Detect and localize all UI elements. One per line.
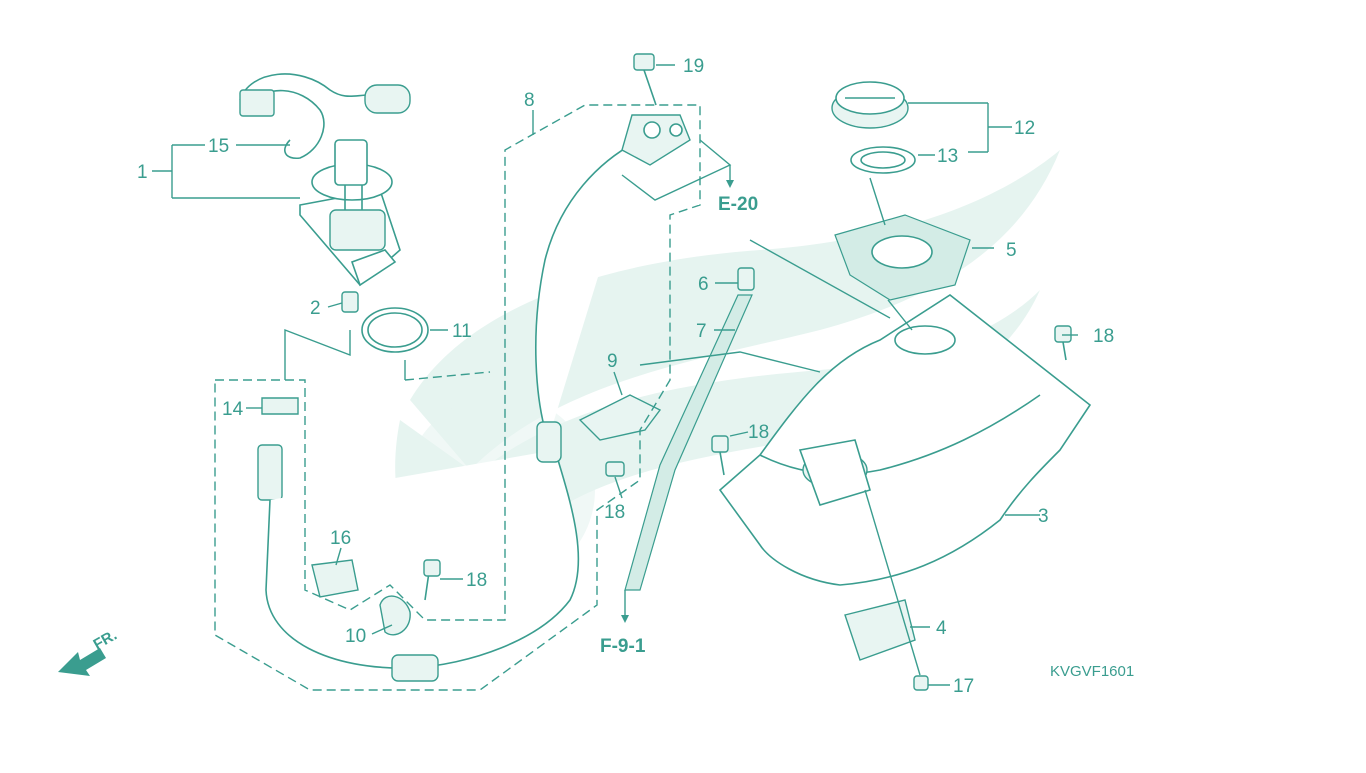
hose-holder-part xyxy=(311,559,359,598)
callout-12: 12 xyxy=(1014,118,1035,139)
reference-e20: E-20 xyxy=(718,194,758,215)
fuel-pump-part xyxy=(299,139,401,287)
callout-4: 4 xyxy=(936,618,947,639)
drain-tube-part xyxy=(624,267,755,591)
wire-harness-part xyxy=(239,73,411,160)
callout-9: 9 xyxy=(607,351,618,372)
bolt-part-18c xyxy=(605,461,625,477)
fuel-hose-part xyxy=(257,444,580,682)
cap-gasket-part xyxy=(850,146,916,174)
callout-18-top-right: 18 xyxy=(1093,326,1114,347)
front-indicator-label: FR. xyxy=(91,627,120,654)
leader-lines xyxy=(152,64,1078,686)
callout-5: 5 xyxy=(1006,240,1017,261)
callout-15: 15 xyxy=(208,136,229,157)
callout-1: 1 xyxy=(137,162,148,183)
bolt-part-18a xyxy=(1054,325,1072,361)
callout-11: 11 xyxy=(452,321,472,342)
bolt-part-19 xyxy=(633,53,657,106)
callout-2: 2 xyxy=(310,298,321,319)
callout-10: 10 xyxy=(345,626,366,647)
clip-part xyxy=(341,291,359,313)
fuel-cap-part xyxy=(831,81,909,129)
callout-18-tank-left: 18 xyxy=(748,422,769,443)
bracket-part xyxy=(844,599,916,661)
breather-tube-part xyxy=(534,114,691,463)
reference-f91: F-9-1 xyxy=(600,636,646,657)
callout-18-lower-left: 18 xyxy=(466,570,487,591)
diagram-code: KVGVF1601 xyxy=(1050,663,1134,680)
callout-13: 13 xyxy=(937,146,958,167)
callout-7: 7 xyxy=(696,321,707,342)
callout-14: 14 xyxy=(222,399,244,420)
clamp-part xyxy=(261,397,299,415)
callout-8: 8 xyxy=(524,90,535,111)
hose-clamp-part xyxy=(379,559,441,636)
callout-16: 16 xyxy=(330,528,351,549)
reference-boundaries xyxy=(214,104,732,691)
fuel-tank-part xyxy=(718,294,1092,586)
reference-arrow-icons xyxy=(621,180,734,623)
callout-17: 17 xyxy=(953,676,974,697)
bolt-part-18b xyxy=(711,435,729,476)
callout-3: 3 xyxy=(1038,506,1049,527)
front-arrow-icon xyxy=(58,648,106,676)
callout-6: 6 xyxy=(698,274,709,295)
callout-18-center: 18 xyxy=(604,502,625,523)
filler-tray-part xyxy=(834,214,971,301)
screw-part xyxy=(864,489,929,691)
o-ring-part xyxy=(361,307,429,353)
callout-19: 19 xyxy=(683,56,704,77)
